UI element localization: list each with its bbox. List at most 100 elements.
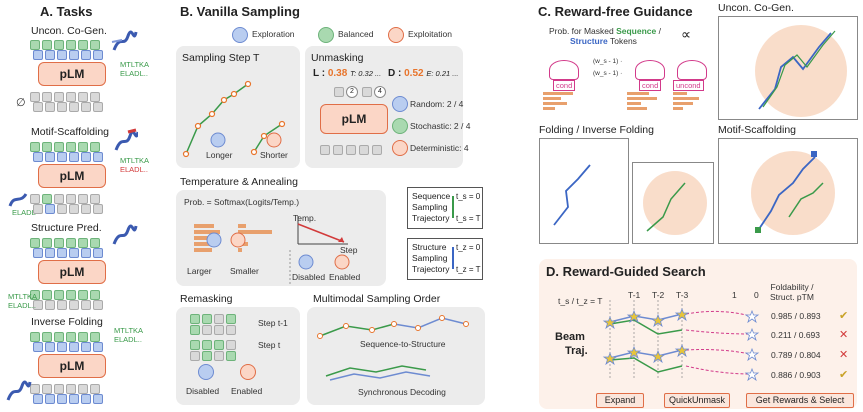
score-row-3: 0.789 / 0.804 <box>771 350 821 360</box>
L-val: 0.38 <box>327 68 348 79</box>
ts-tz-label: t_s / t_z = T <box>558 296 603 306</box>
legend-exploration: Exploration <box>252 29 295 39</box>
smaller-label: Smaller <box>230 266 259 276</box>
legend-exploitation: Exploitation <box>408 29 452 39</box>
cross-icon: ✕ <box>839 329 849 341</box>
uncon-cogen-panel <box>718 16 858 120</box>
prob-formula: Prob. = Softmax(Logits/Temp.) <box>184 197 300 207</box>
seq-snippet: ELADL.. <box>114 335 142 344</box>
cfg-formula: cond (w_s - 1) · (w_s - 1) · cond uncond <box>539 52 713 114</box>
ptm-label: Struct. pTM <box>770 292 814 302</box>
uncond-label: uncond <box>673 80 704 91</box>
task-motif-scaffolding: pLM MTLTKA ELADL.. ELADL <box>8 128 149 220</box>
motif-graphic <box>751 151 835 235</box>
motif-structure-icon <box>8 193 28 207</box>
D-label: D : <box>388 68 402 79</box>
t-zero: 0 <box>754 290 759 300</box>
exploration-icon <box>392 96 408 112</box>
temperature-graphic <box>194 216 350 284</box>
deterministic-label: Deterministic: 4 <box>410 143 469 153</box>
balanced-icon <box>318 27 334 43</box>
cond-robot-icon <box>549 60 579 80</box>
prob-slash: / <box>656 26 661 36</box>
cross-icon: ✕ <box>839 349 849 361</box>
exploitation-icon <box>388 27 404 43</box>
task-label-inverse-folding: Inverse Folding <box>31 316 103 328</box>
folding-title: Folding / Inverse Folding <box>539 124 654 136</box>
ts0-label: t_s = 0 <box>456 192 481 201</box>
prob-masked-line2: Structure Tokens <box>570 36 637 46</box>
check-icon: ✔ <box>839 369 849 381</box>
plm-box: pLM <box>38 164 106 188</box>
empty-set-icon: ∅ <box>16 97 26 109</box>
plm-box: pLM <box>320 104 388 134</box>
legend-balanced: Balanced <box>338 29 374 39</box>
slot-4: 4 <box>374 86 386 98</box>
D-val: 0.52 <box>404 68 424 79</box>
inverse-folding-panel <box>632 162 714 244</box>
prob-text: Prob. for Masked <box>549 26 617 36</box>
tsT-label: t_s = T <box>456 214 481 223</box>
sampling-step-graphic <box>182 80 286 158</box>
balanced-icon <box>392 118 408 134</box>
cfg-histograms <box>543 92 699 110</box>
seq-snippet: ELADL.. <box>8 301 36 310</box>
foldability-label: Foldability / <box>770 282 814 292</box>
enabled-label: Enabled <box>231 386 263 396</box>
section-d-panel <box>539 259 857 409</box>
enabled-label: Enabled <box>329 272 361 282</box>
get-rewards-step-label: Get Rewards & Select <box>746 393 854 408</box>
section-a-title: A. Tasks <box>40 4 93 19</box>
ws-label: (w_s - 1) · <box>593 70 623 77</box>
section-d-title: D. Reward-Guided Search <box>546 264 706 279</box>
sync-label: Synchronous Decoding <box>358 387 446 397</box>
uncon-cogen-graphic <box>755 25 847 117</box>
plm-box: pLM <box>38 354 106 378</box>
task-label-uncon-cogen: Uncon. Co-Gen. <box>31 25 107 37</box>
remasking-title: Remasking <box>180 293 233 305</box>
seq-snippet: MTLTKA <box>114 326 144 335</box>
step-t-label: Step t <box>258 340 281 350</box>
quickunmask-step-label: QuickUnmask <box>664 393 730 408</box>
beam-traj-label: Beam Traj. <box>555 330 588 358</box>
seq-snippet: ELADL <box>12 208 36 217</box>
beam-label: Beam <box>555 331 585 343</box>
tzT-label: t_z = T <box>456 265 481 274</box>
folding-graphic <box>553 164 591 226</box>
exploitation-icon <box>392 140 408 156</box>
temp-title: Temperature & Annealing <box>180 176 298 188</box>
reward-header: Foldability / Struct. pTM <box>770 282 814 302</box>
prob-tokens: Tokens <box>607 36 637 46</box>
protein-structure-icon <box>112 224 138 245</box>
task-inverse-folding: pLM MTLTKA ELADL.. <box>6 326 143 408</box>
multimodal-title: Multimodal Sampling Order <box>313 293 441 305</box>
protein-structure-icon <box>6 380 32 401</box>
score-row-1: 0.985 / 0.893 <box>771 311 821 321</box>
t-minus-3: T-3 <box>676 290 689 300</box>
longer-label: Longer <box>206 150 233 160</box>
prob-struct: Structure <box>570 36 608 46</box>
motif-title: Motif-Scaffolding <box>718 124 797 136</box>
tz0-label: t_z = 0 <box>456 243 481 252</box>
cond-label: cond <box>639 80 662 91</box>
larger-label: Larger <box>187 266 212 276</box>
sampling-step-title: Sampling Step T <box>182 52 260 64</box>
section-c-title: C. Reward-free Guidance <box>538 4 693 19</box>
task-uncon-cogen: pLM ∅ MTLTKA ELADL.. <box>16 30 149 124</box>
multimodal-graphic <box>317 315 469 381</box>
t-minus-1: T-1 <box>628 290 641 300</box>
check-icon: ✔ <box>839 310 849 322</box>
slot-2: 2 <box>346 86 358 98</box>
unmask-slots: 2 4 <box>334 86 406 98</box>
expand-step-label: Expand <box>596 393 644 408</box>
section-b-title: B. Vanilla Sampling <box>180 4 300 19</box>
task-label-structure-pred: Structure Pred. <box>31 222 102 234</box>
cond-label: cond <box>553 80 576 91</box>
L-val2: : 0.32 ... <box>354 69 382 78</box>
L-T: T <box>350 69 355 78</box>
random-label: Random: 2 / 4 <box>410 99 464 109</box>
seq-snippet: ELADL.. <box>120 69 148 78</box>
exploration-icon <box>198 364 214 380</box>
D-E: E <box>426 69 432 78</box>
seq-traj-line: Sampling <box>412 202 448 212</box>
